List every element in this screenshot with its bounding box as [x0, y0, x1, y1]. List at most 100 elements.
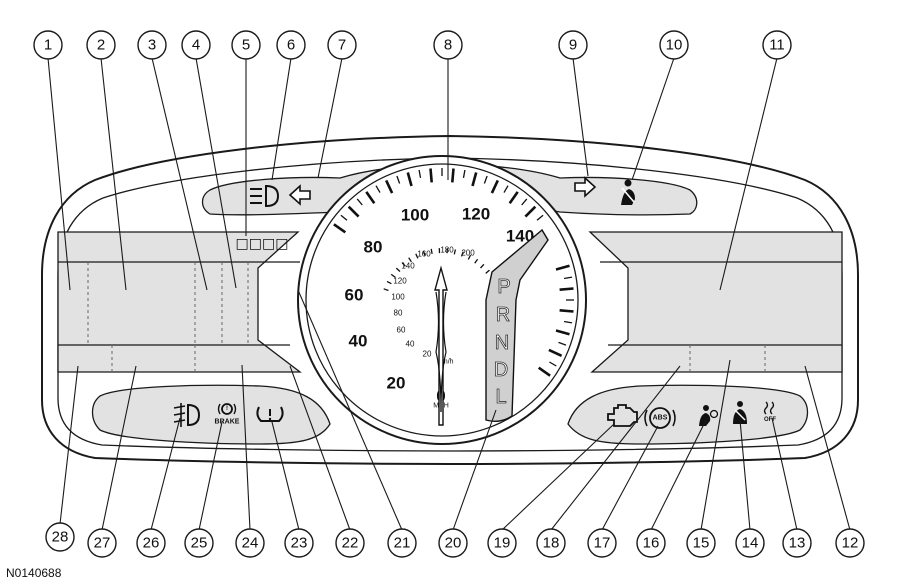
- speedometer-tick: [483, 175, 488, 184]
- speedometer-tick: [558, 341, 567, 346]
- speedometer-tick: [548, 348, 563, 357]
- brake-warning-icon: ! BRAKE: [215, 403, 240, 426]
- callout-20: 20: [438, 528, 468, 558]
- speedometer-tick: [418, 169, 422, 179]
- svg-text:!: !: [226, 406, 228, 412]
- svg-text:22: 22: [342, 535, 359, 552]
- speedometer-tick: [385, 179, 394, 194]
- svg-text:24: 24: [242, 535, 259, 552]
- kmh-tick: [401, 262, 406, 267]
- callout-25: 25: [184, 528, 214, 558]
- kmh-label-160: 160: [417, 250, 431, 259]
- callout-2: 2: [86, 30, 116, 60]
- callout-4: 4: [181, 30, 211, 60]
- svg-text:15: 15: [693, 535, 710, 552]
- gear-d: D: [494, 359, 508, 381]
- bottom-right-indicator-pod: [567, 384, 809, 445]
- kmh-tick: [453, 249, 457, 255]
- svg-text:25: 25: [191, 535, 208, 552]
- figure-code: N0140688: [6, 566, 62, 580]
- kmh-tick: [467, 254, 472, 260]
- speed-label-20: 20: [387, 374, 406, 393]
- kmh-tick: [408, 257, 412, 263]
- speed-label-80: 80: [364, 238, 383, 257]
- callout-16: 16: [636, 528, 666, 558]
- speedometer-tick: [396, 175, 401, 184]
- speedometer-tick: [429, 168, 433, 183]
- callout-21: 21: [387, 528, 417, 558]
- kmh-tick: [386, 280, 392, 285]
- kmh-label-80: 80: [394, 309, 403, 318]
- speedometer-tick: [563, 320, 573, 324]
- svg-text:3: 3: [148, 37, 156, 54]
- callout-27: 27: [87, 528, 117, 558]
- tire-pressure-icon: [256, 406, 284, 422]
- speedometer-tick: [508, 191, 519, 205]
- svg-text:9: 9: [569, 37, 577, 54]
- speedometer-tick: [503, 185, 509, 193]
- svg-text:1: 1: [44, 37, 52, 54]
- kmh-label-100: 100: [391, 293, 405, 302]
- speedometer-tick: [375, 185, 381, 193]
- kmh-tick: [485, 269, 490, 274]
- gear-l: L: [495, 386, 506, 408]
- left-info-display: [57, 231, 302, 373]
- kmh-tick: [480, 263, 485, 269]
- kmh-tick: [383, 288, 389, 292]
- speedometer-tick: [340, 214, 348, 221]
- speedometer-tick: [406, 172, 413, 187]
- svg-text:12: 12: [842, 535, 859, 552]
- callout-6: 6: [276, 30, 306, 60]
- speed-label-120: 120: [462, 205, 490, 224]
- svg-text:8: 8: [444, 37, 452, 54]
- gear-selector-window: [485, 228, 549, 423]
- kmh-label-180: 180: [440, 246, 454, 255]
- svg-text:20: 20: [445, 535, 462, 552]
- kmh-label-60: 60: [397, 326, 406, 335]
- bottom-left-indicator-pod: [91, 384, 331, 445]
- callout-11: 11: [762, 30, 792, 60]
- kmh-label-200: 200: [461, 249, 475, 258]
- speedometer-tick: [365, 191, 376, 205]
- svg-text:5: 5: [242, 37, 250, 54]
- leader-lines: [47, 57, 851, 531]
- brake-label: BRAKE: [215, 419, 240, 426]
- headlamp-icon: [250, 184, 280, 208]
- speedometer-tick: [524, 205, 537, 218]
- kmh-tick: [474, 258, 479, 264]
- callout-5: 5: [231, 30, 261, 60]
- callout-14: 14: [735, 528, 765, 558]
- svg-text:4: 4: [192, 37, 200, 54]
- callout-1: 1: [33, 30, 63, 60]
- speedometer-tick: [356, 198, 363, 206]
- speedometer-tick: [555, 264, 570, 271]
- kmh-unit: km/h: [438, 359, 453, 366]
- svg-text:14: 14: [742, 535, 759, 552]
- seatbelt-passenger-icon: [733, 401, 747, 424]
- svg-text:6: 6: [287, 37, 295, 54]
- svg-text:11: 11: [769, 37, 785, 54]
- svg-text:28: 28: [52, 529, 69, 546]
- svg-text:16: 16: [643, 535, 660, 552]
- abs-label: ABS: [653, 415, 668, 422]
- abs-icon: ABS: [644, 407, 676, 429]
- svg-text:19: 19: [494, 535, 511, 552]
- traction-off-icon: OFF: [763, 401, 776, 423]
- gear-n: N: [495, 332, 509, 354]
- callout-13: 13: [782, 528, 812, 558]
- speed-label-140: 140: [506, 227, 534, 246]
- callout-28: 28: [45, 522, 75, 552]
- svg-text:7: 7: [338, 37, 346, 54]
- speedometer-tick: [555, 329, 570, 336]
- svg-text:2: 2: [97, 37, 105, 54]
- speedometer-tick: [537, 366, 551, 377]
- kmh-label-20: 20: [423, 350, 432, 359]
- speedometer-needle: [434, 265, 448, 426]
- speedometer-tick: [559, 287, 574, 291]
- speedometer-tick: [563, 276, 573, 280]
- speedometer-tick: [490, 179, 499, 194]
- speedometer-tick: [471, 172, 478, 187]
- svg-text:23: 23: [291, 535, 308, 552]
- svg-text:17: 17: [594, 535, 611, 552]
